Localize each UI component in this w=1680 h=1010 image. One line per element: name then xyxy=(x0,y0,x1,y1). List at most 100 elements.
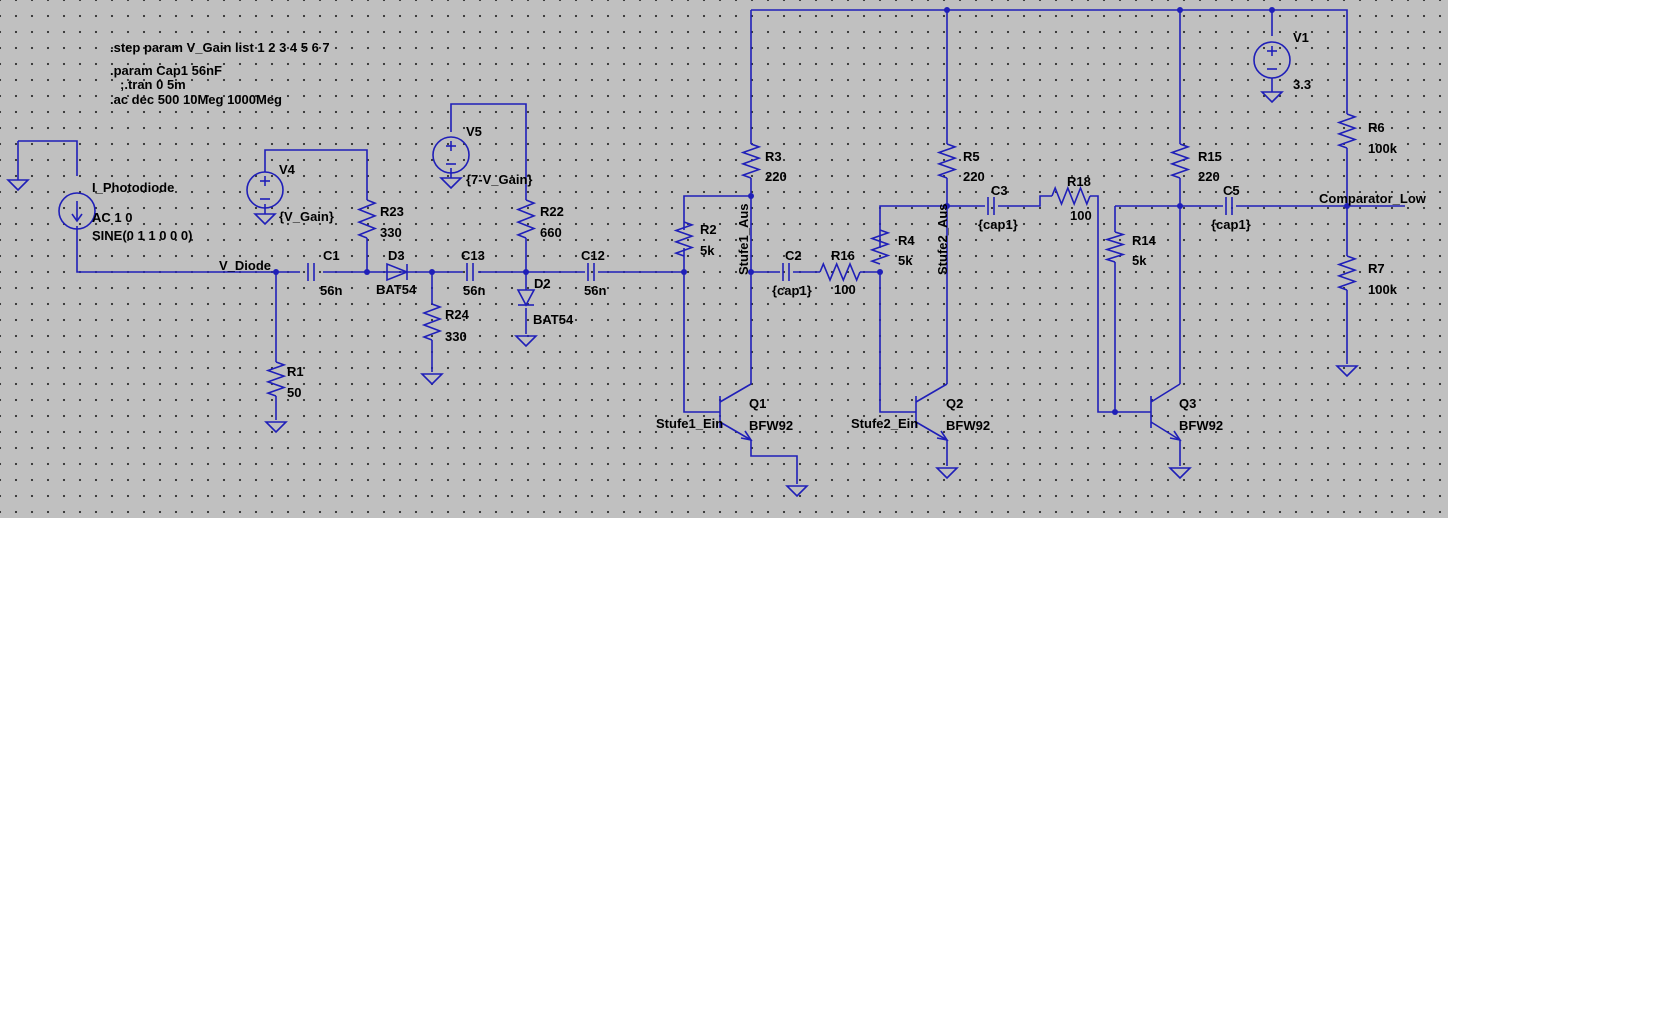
wire-33 xyxy=(1090,195,1151,413)
directive-step[interactable]: .step param V_Gain list 1 2 3 4 5 6 7 xyxy=(110,40,330,55)
r7-value[interactable]: 100k xyxy=(1368,282,1398,297)
v1-value[interactable]: 3.3 xyxy=(1293,77,1311,92)
v5-value[interactable]: {7-V_Gain} xyxy=(466,172,532,187)
r7-name[interactable]: R7 xyxy=(1368,261,1385,276)
component-symbols xyxy=(6,41,1359,498)
transistor-q3 xyxy=(1150,383,1182,442)
d3-value[interactable]: BAT54 xyxy=(376,282,417,297)
resistor-r22 xyxy=(515,199,537,239)
d2-name[interactable]: D2 xyxy=(534,276,551,291)
directive-ac[interactable]: .ac dec 500 10Meg 1000Meg xyxy=(110,92,282,107)
net-label-stufe1-ein[interactable]: Stufe1_Ein xyxy=(656,416,723,431)
i-photodiode-value-sine[interactable]: SINE(0 1 1 0 0 0) xyxy=(92,228,192,243)
c5-value[interactable]: {cap1} xyxy=(1211,217,1251,232)
ground-q3 xyxy=(1168,467,1192,480)
transistor-q2 xyxy=(915,383,949,442)
c2-name[interactable]: C2 xyxy=(785,248,802,263)
r16-name[interactable]: R16 xyxy=(831,248,855,263)
wire-42 xyxy=(751,9,1348,114)
wire-17 xyxy=(683,272,720,413)
r18-value[interactable]: 100 xyxy=(1070,208,1092,223)
d2-value[interactable]: BAT54 xyxy=(533,312,574,327)
r24-value[interactable]: 330 xyxy=(445,329,467,344)
i-photodiode-value-ac[interactable]: AC 1 0 xyxy=(92,210,132,225)
r15-value[interactable]: 220 xyxy=(1198,169,1220,184)
c13-value[interactable]: 56n xyxy=(463,283,485,298)
q1-value[interactable]: BFW92 xyxy=(749,418,793,433)
r22-name[interactable]: R22 xyxy=(540,204,564,219)
r1-name[interactable]: R1 xyxy=(287,364,304,379)
junction-10 xyxy=(1177,7,1183,13)
c2-value[interactable]: {cap1} xyxy=(772,283,812,298)
c3-value[interactable]: {cap1} xyxy=(978,217,1018,232)
r14-value[interactable]: 5k xyxy=(1132,253,1147,268)
r3-value[interactable]: 220 xyxy=(765,169,787,184)
schematic-sheet[interactable] xyxy=(0,0,1448,518)
r2-value[interactable]: 5k xyxy=(700,243,715,258)
q3-value[interactable]: BFW92 xyxy=(1179,418,1223,433)
q3-name[interactable]: Q3 xyxy=(1179,396,1196,411)
ground-r24 xyxy=(420,373,444,386)
v5-name[interactable]: V5 xyxy=(466,124,482,139)
voltage-source-v5 xyxy=(432,136,470,174)
c12-name[interactable]: C12 xyxy=(581,248,605,263)
directive-param[interactable]: .param Cap1 56nF xyxy=(110,63,222,78)
r2-name[interactable]: R2 xyxy=(700,222,717,237)
r6-name[interactable]: R6 xyxy=(1368,120,1385,135)
r23-name[interactable]: R23 xyxy=(380,204,404,219)
r5-name[interactable]: R5 xyxy=(963,149,980,164)
r18-name[interactable]: R18 xyxy=(1067,174,1091,189)
r16-value[interactable]: 100 xyxy=(834,282,856,297)
r4-name[interactable]: R4 xyxy=(898,233,915,248)
resistor-r5 xyxy=(936,143,958,179)
r1-value[interactable]: 50 xyxy=(287,385,301,400)
wire-26 xyxy=(879,272,916,413)
v4-name[interactable]: V4 xyxy=(279,162,296,177)
ground-r1 xyxy=(264,421,288,434)
net-label-v-diode[interactable]: V_Diode xyxy=(219,258,271,273)
net-label-stufe2-ein[interactable]: Stufe2_Ein xyxy=(851,416,918,431)
r23-value[interactable]: 330 xyxy=(380,225,402,240)
resistor-r18 xyxy=(1051,185,1091,207)
wire-18 xyxy=(683,195,751,230)
wire-27 xyxy=(879,205,947,248)
v1-name[interactable]: V1 xyxy=(1293,30,1309,45)
r6-value[interactable]: 100k xyxy=(1368,141,1398,156)
transistor-q1 xyxy=(719,383,753,442)
c3-name[interactable]: C3 xyxy=(991,183,1008,198)
net-label-stufe2-aus[interactable]: Stufe2_Aus xyxy=(935,203,950,275)
q2-value[interactable]: BFW92 xyxy=(946,418,990,433)
r5-value[interactable]: 220 xyxy=(963,169,985,184)
net-label-stufe1-aus[interactable]: Stufe1_Aus xyxy=(736,203,751,275)
r3-name[interactable]: R3 xyxy=(765,149,782,164)
v4-value[interactable]: {V_Gain} xyxy=(279,209,334,224)
r4-value[interactable]: 5k xyxy=(898,253,913,268)
resistor-r6 xyxy=(1336,113,1358,149)
resistor-r23 xyxy=(356,199,378,239)
c5-name[interactable]: C5 xyxy=(1223,183,1240,198)
i-photodiode-name[interactable]: I_Photodiode xyxy=(92,180,174,195)
diode-d3 xyxy=(385,262,410,282)
schematic-canvas[interactable]: .step param V_Gain list 1 2 3 4 5 6 7 .p… xyxy=(0,0,1448,518)
c1-name[interactable]: C1 xyxy=(323,248,340,263)
spice-directives: .step param V_Gain list 1 2 3 4 5 6 7 .p… xyxy=(110,40,330,107)
diode-d2 xyxy=(516,289,536,307)
r14-name[interactable]: R14 xyxy=(1132,233,1157,248)
q1-name[interactable]: Q1 xyxy=(749,396,766,411)
capacitor-c12 xyxy=(587,263,595,281)
c12-value[interactable]: 56n xyxy=(584,283,606,298)
junction-11 xyxy=(1269,7,1275,13)
net-label-comparator-low[interactable]: Comparator_Low xyxy=(1319,191,1427,206)
r22-value[interactable]: 660 xyxy=(540,225,562,240)
r24-name[interactable]: R24 xyxy=(445,307,470,322)
d3-name[interactable]: D3 xyxy=(388,248,405,263)
r15-name[interactable]: R15 xyxy=(1198,149,1222,164)
q2-name[interactable]: Q2 xyxy=(946,396,963,411)
resistor-r14 xyxy=(1104,231,1126,263)
wire-5 xyxy=(264,149,368,200)
wires xyxy=(17,9,1405,484)
junction-2 xyxy=(429,269,435,275)
directive-tran-comment[interactable]: ;.tran 0 5m xyxy=(120,77,186,92)
c13-name[interactable]: C13 xyxy=(461,248,485,263)
c1-value[interactable]: 56n xyxy=(320,283,342,298)
